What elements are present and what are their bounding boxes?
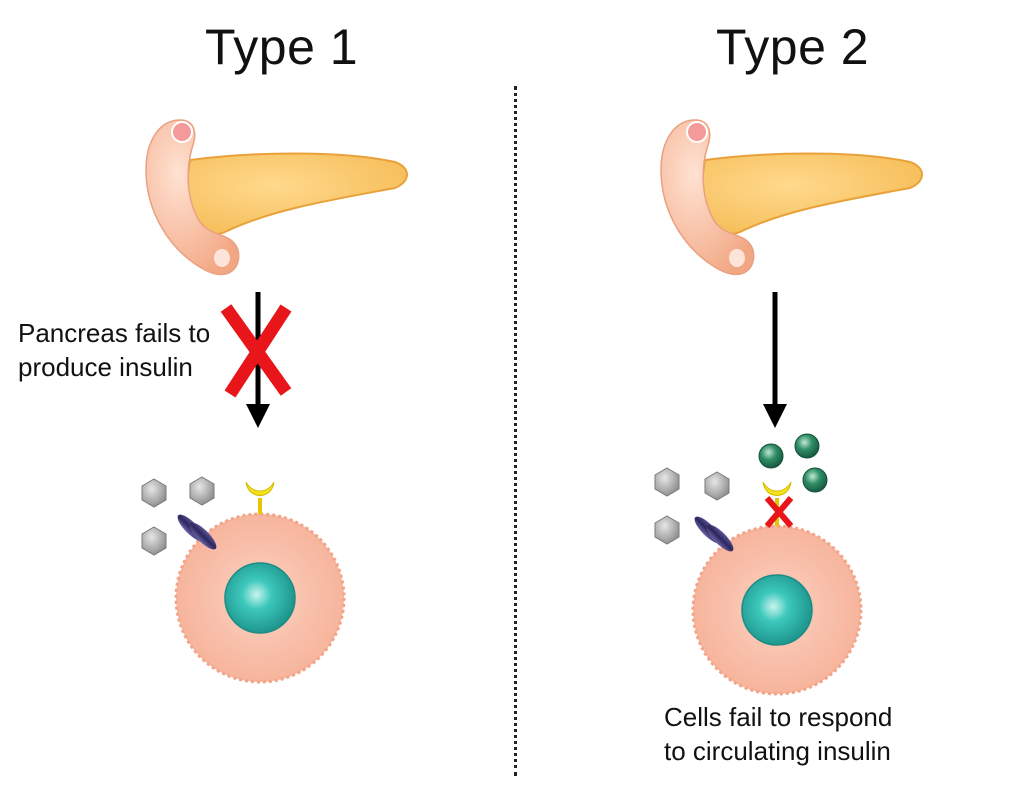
- pancreas-icon: [660, 119, 924, 276]
- type-2-caption-line-1: Cells fail to respond: [664, 702, 893, 732]
- insulin-molecules: [758, 433, 828, 493]
- type-1-caption: Pancreas fails to produce insulin: [18, 316, 210, 384]
- type-2-caption-line-2: to circulating insulin: [664, 736, 891, 766]
- insulin-icon: [758, 443, 784, 469]
- glucose-icon: [141, 526, 167, 556]
- glucose-transporter-icon: [691, 513, 737, 555]
- insulin-receptor-icon: [245, 481, 275, 514]
- type-1-title: Type 1: [205, 19, 359, 75]
- type-2-title: Type 2: [716, 19, 870, 75]
- blocked-x-icon: [764, 496, 794, 528]
- insulin-icon: [794, 433, 820, 459]
- glucose-icon: [654, 467, 680, 497]
- down-arrow-icon: [763, 292, 787, 428]
- pancreas-icon: [145, 119, 409, 276]
- target-cell: [691, 524, 863, 696]
- panel-divider: [514, 86, 517, 776]
- type-1-caption-line-2: produce insulin: [18, 352, 193, 382]
- glucose-icon: [141, 478, 167, 508]
- glucose-icon: [654, 515, 680, 545]
- type-2-caption: Cells fail to respond to circulating ins…: [664, 700, 892, 768]
- glucose-icon: [189, 476, 215, 506]
- glucose-icon: [704, 471, 730, 501]
- type-1-caption-line-1: Pancreas fails to: [18, 318, 211, 348]
- blocked-x-icon: [220, 304, 292, 398]
- type-1-diagram: [141, 119, 409, 684]
- cell-nucleus-icon: [691, 524, 863, 696]
- insulin-icon: [802, 467, 828, 493]
- type-2-diagram: [654, 119, 924, 696]
